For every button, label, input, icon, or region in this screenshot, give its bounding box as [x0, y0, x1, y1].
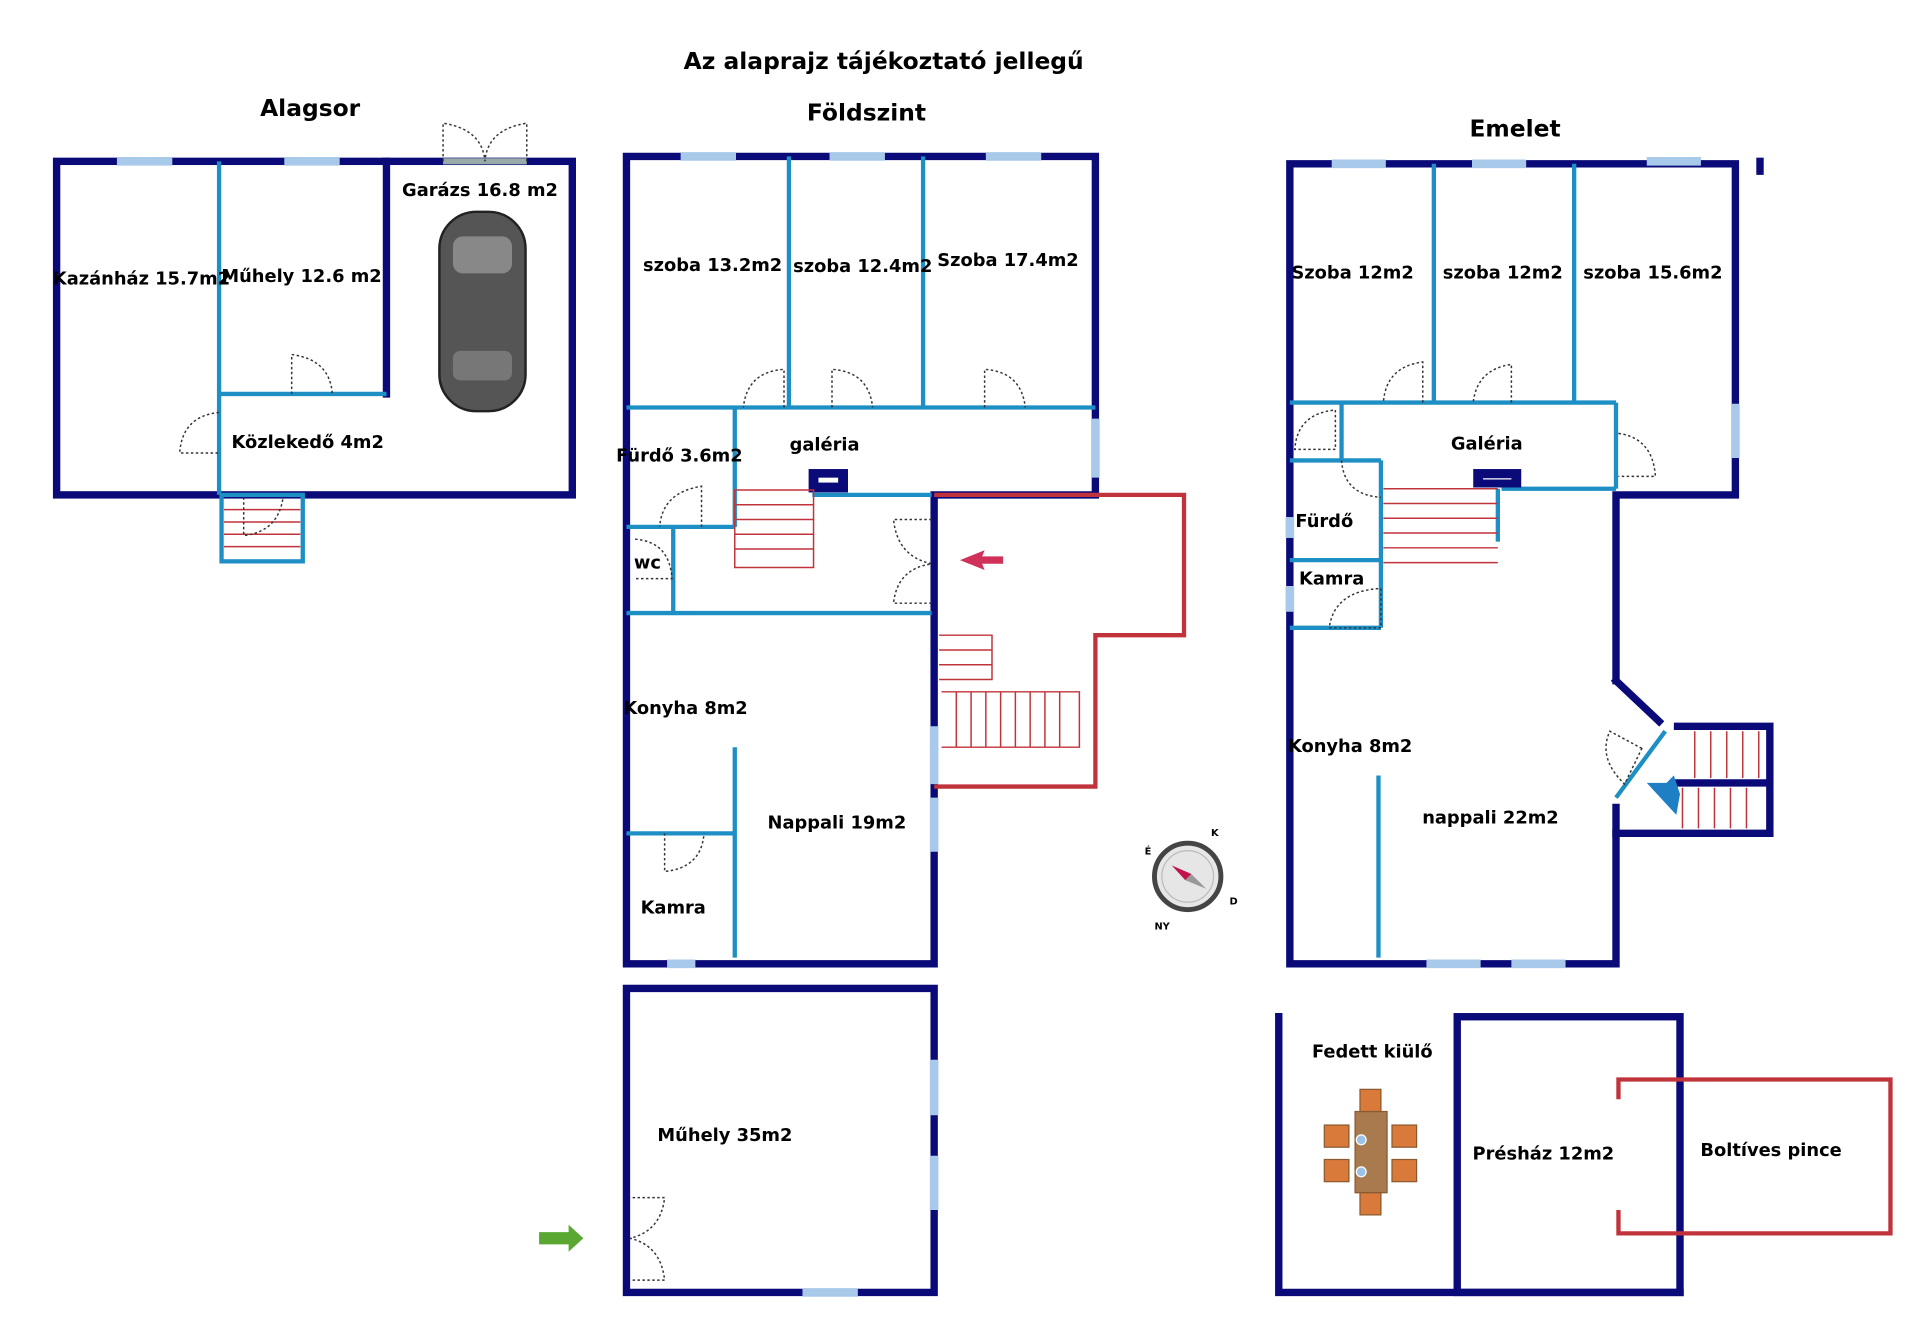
room-label: szoba 12m2 [1443, 262, 1563, 283]
door-icon [178, 411, 220, 454]
room-label: Fürdő [1295, 511, 1353, 532]
room-label: Konyha 8m2 [623, 698, 747, 719]
ground-floor-title: Földszint [807, 99, 926, 127]
room-label: Galéria [1451, 433, 1523, 454]
room-label: szoba 13.2m2 [643, 255, 782, 276]
stairs-icon [224, 508, 301, 548]
terrace-outline [934, 492, 1187, 789]
room-label: nappali 22m2 [1422, 808, 1559, 829]
stairs-icon [1681, 731, 1760, 829]
room-label: Fedett kiülő [1312, 1041, 1433, 1062]
workshop-outer-wall [622, 984, 938, 1297]
compass-icon: É K D NY [1145, 828, 1238, 933]
room-label: szoba 15.6m2 [1583, 262, 1722, 283]
entrance-arrow-icon [1646, 775, 1680, 815]
room-label: Konyha 8m2 [1288, 736, 1412, 757]
room-label: Közlekedő 4m2 [231, 432, 383, 453]
basement-plan: Alagsor Kazánház 15.7m2 Műhely 12.6 m2 G… [53, 94, 576, 564]
room-label: Garázs 16.8 m2 [402, 180, 558, 201]
room-label: wc [634, 553, 661, 574]
outbuildings-plan: Fedett kiülő Présház 12m2 Boltíves pince [1275, 1013, 1893, 1297]
room-label: Szoba 17.4m2 [937, 250, 1078, 271]
stairs-icon [939, 634, 993, 681]
compass-south: D [1230, 897, 1238, 908]
upper-floor-title: Emelet [1469, 115, 1560, 143]
room-label: Műhely 12.6 m2 [221, 266, 381, 287]
press-house-wall [1453, 1013, 1684, 1297]
room-label: Szoba 12m2 [1291, 262, 1413, 283]
upper-outer-wall [1286, 160, 1740, 968]
basement-title: Alagsor [260, 94, 361, 122]
room-label: Boltíves pince [1700, 1140, 1841, 1161]
car-icon [438, 210, 527, 413]
room-label: Nappali 19m2 [768, 812, 907, 833]
room-label: szoba 12.4m2 [793, 256, 932, 277]
room-label: Műhely 35m2 [657, 1125, 792, 1146]
plan-disclaimer: Az alaprajz tájékoztató jellegű [684, 47, 1084, 75]
room-label: Présház 12m2 [1473, 1143, 1615, 1164]
room-label: Fürdő 3.6m2 [616, 446, 743, 467]
room-label: Kamra [1299, 569, 1364, 590]
entrance-arrow-icon [960, 550, 1004, 570]
compass-east: K [1211, 828, 1219, 839]
stair-box [219, 492, 305, 564]
stairs-icon [941, 691, 1081, 748]
cellar-outline [1616, 1077, 1893, 1236]
entrance-arrow-icon [539, 1224, 584, 1252]
stairs-icon [1383, 487, 1498, 564]
stairs-icon [734, 489, 815, 569]
double-door-icon [442, 122, 528, 162]
dining-table-icon [1323, 1088, 1418, 1216]
ground-floor-plan: Földszint szoba 13.2m2 szoba 12.4m2 Szob… [539, 99, 1187, 1297]
compass-north: É [1145, 844, 1152, 857]
room-label: Kazánház 15.7m2 [53, 268, 230, 289]
ground-outer-wall [622, 152, 1100, 968]
room-label: galéria [790, 435, 860, 456]
inner-walls [626, 156, 1096, 958]
room-label: Kamra [641, 897, 706, 918]
compass-west: NY [1154, 921, 1170, 932]
door-icons [1293, 361, 1657, 786]
door-icon [290, 353, 334, 395]
upper-floor-plan: Emelet Szoba 12m2 szoba 12m2 szoba 15.6m… [1285, 115, 1774, 969]
stair-enclosure [1612, 722, 1774, 838]
door-icon [242, 497, 284, 537]
door-glass [1614, 729, 1667, 799]
